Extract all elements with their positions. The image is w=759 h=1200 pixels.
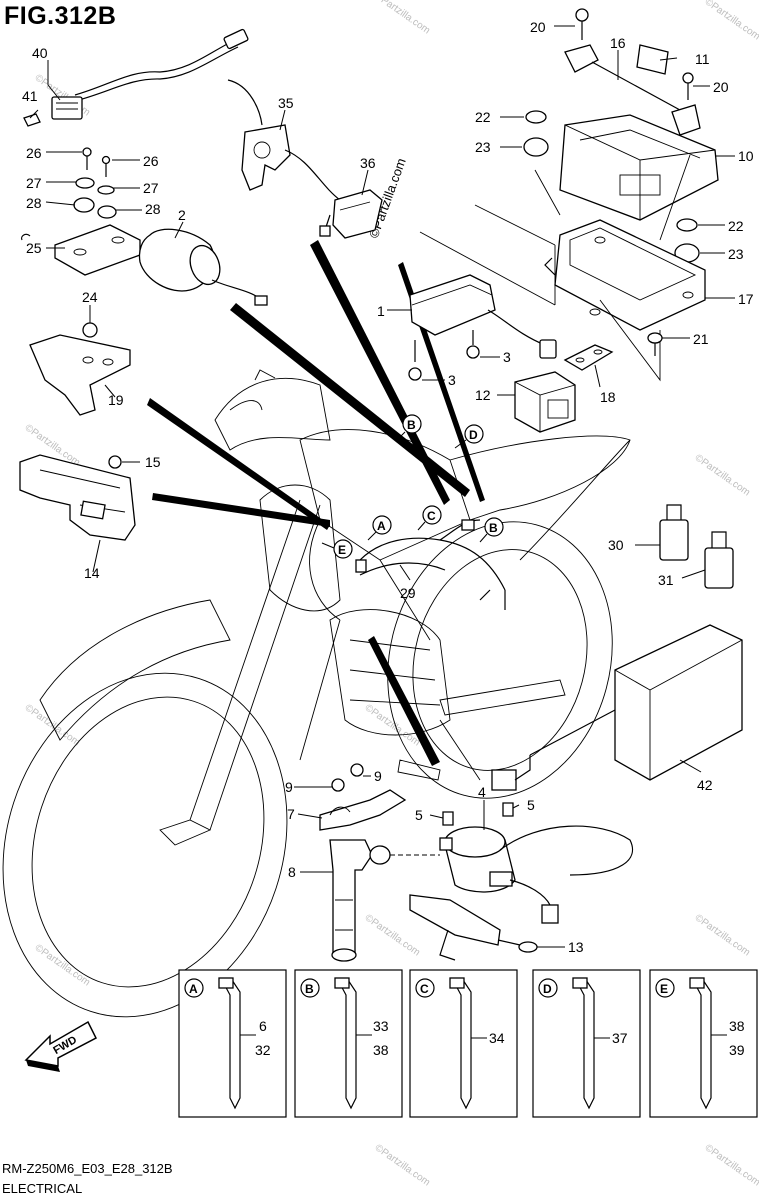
marker-e: E (338, 543, 346, 557)
ecm-bracket-part-17 (544, 219, 706, 331)
callout-36: 36 (360, 155, 376, 171)
clamp-part-38: 38 (373, 1042, 389, 1058)
fwd-arrow: FWD (24, 1020, 97, 1072)
callout-21: 21 (693, 331, 709, 347)
clamp-letter-b: B (305, 982, 314, 996)
callout-15: 15 (145, 454, 161, 470)
callout-18: 18 (600, 389, 616, 405)
callout-10: 10 (738, 148, 754, 164)
clamp-letter-e: E (660, 982, 668, 996)
ignition-coil-part-4 (439, 802, 633, 924)
figure-name: ELECTRICAL (2, 1181, 83, 1196)
clamp-part-37: 37 (612, 1030, 628, 1046)
callout-9: 9 (285, 779, 293, 795)
ground-lead-part-13 (409, 894, 538, 961)
clamp-letter-d: D (543, 982, 552, 996)
callout-27: 27 (143, 180, 159, 196)
callout-26: 26 (26, 145, 42, 161)
clamp-part-33: 33 (373, 1018, 389, 1034)
plate-part-18 (563, 344, 614, 371)
callout-12: 12 (475, 387, 491, 403)
figure-code: RM-Z250M6_E03_E28_312B (2, 1161, 173, 1176)
callout-labels: 40 41 26 26 27 27 28 28 2 25 24 19 15 14… (22, 19, 754, 955)
clamp-part-6: 6 (259, 1018, 267, 1034)
callout-3: 3 (503, 349, 511, 365)
clamp-letter-c: C (420, 982, 429, 996)
clamp-part-7 (319, 763, 407, 831)
callout-20: 20 (713, 79, 729, 95)
callout-23: 23 (728, 246, 744, 262)
callout-19: 19 (108, 392, 124, 408)
wiring-harness-part-29 (355, 519, 506, 610)
marker-c: C (427, 509, 436, 523)
clamp-box-e: E 38 39 (649, 969, 758, 1118)
control-box-part-42 (491, 624, 743, 791)
callout-35: 35 (278, 95, 294, 111)
marker-b: B (489, 521, 498, 535)
callout-17: 17 (738, 291, 754, 307)
callout-2: 2 (178, 207, 186, 223)
connectors-part-30-31 (659, 504, 734, 589)
clamp-box-d: D 37 (532, 969, 641, 1118)
bracket-part-14 (19, 454, 136, 541)
callout-42: 42 (697, 777, 713, 793)
callout-40: 40 (32, 45, 48, 61)
clamp-part-39: 39 (729, 1042, 745, 1058)
plug-cap-part-8 (329, 839, 440, 962)
clamp-part-32: 32 (255, 1042, 271, 1058)
callout-11: 11 (695, 51, 710, 67)
sub-harness-part-40 (23, 28, 249, 127)
callout-41: 41 (22, 88, 38, 104)
callout-8: 8 (288, 864, 296, 880)
sensor-part-36 (319, 189, 383, 239)
regulator-part-1 (408, 274, 557, 381)
callout-26: 26 (143, 153, 159, 169)
clamp-letter-a: A (189, 982, 198, 996)
hardware-left-26-28 (73, 147, 117, 219)
callout-16: 16 (610, 35, 626, 51)
callout-1: 1 (377, 303, 385, 319)
clamp-part-38: 38 (729, 1018, 745, 1034)
callout-14: 14 (84, 565, 100, 581)
callout-4: 4 (478, 784, 486, 800)
switch-part-35 (227, 79, 341, 201)
callout-5: 5 (415, 807, 423, 823)
clamp-box-b: B 33 38 (294, 969, 403, 1118)
marker-d: D (469, 428, 478, 442)
marker-a: A (377, 519, 386, 533)
grommets-upper-22-23 (523, 110, 700, 263)
callout-5: 5 (527, 797, 535, 813)
callout-25: 25 (26, 240, 42, 256)
clamp-part-34: 34 (489, 1030, 505, 1046)
callout-22: 22 (728, 218, 744, 234)
location-markers: B D C A B E (321, 414, 504, 559)
condenser-part-2 (138, 228, 268, 306)
callout-22: 22 (475, 109, 491, 125)
leader-lines (29, 25, 735, 948)
relay-part-12 (514, 371, 576, 433)
callout-28: 28 (145, 201, 161, 217)
callout-20: 20 (530, 19, 546, 35)
ecm-part-10 (559, 114, 719, 221)
callout-27: 27 (26, 175, 42, 191)
callout-9: 9 (374, 768, 382, 784)
callout-13: 13 (568, 939, 584, 955)
callout-31: 31 (658, 572, 674, 588)
strap-part-16 (564, 8, 701, 136)
guide-lines (419, 154, 691, 382)
callout-30: 30 (608, 537, 624, 553)
callout-28: 28 (26, 195, 42, 211)
callout-7: 7 (287, 806, 295, 822)
callout-29: 29 (400, 585, 416, 601)
callout-3: 3 (448, 372, 456, 388)
callout-24: 24 (82, 289, 98, 305)
clamp-box-c: C 34 (409, 969, 518, 1118)
clamp-box-a: A 6 32 (178, 969, 287, 1118)
marker-b: B (407, 418, 416, 432)
figure-title: FIG.312B (4, 2, 117, 30)
bracket-part-19 (29, 322, 131, 416)
callout-23: 23 (475, 139, 491, 155)
